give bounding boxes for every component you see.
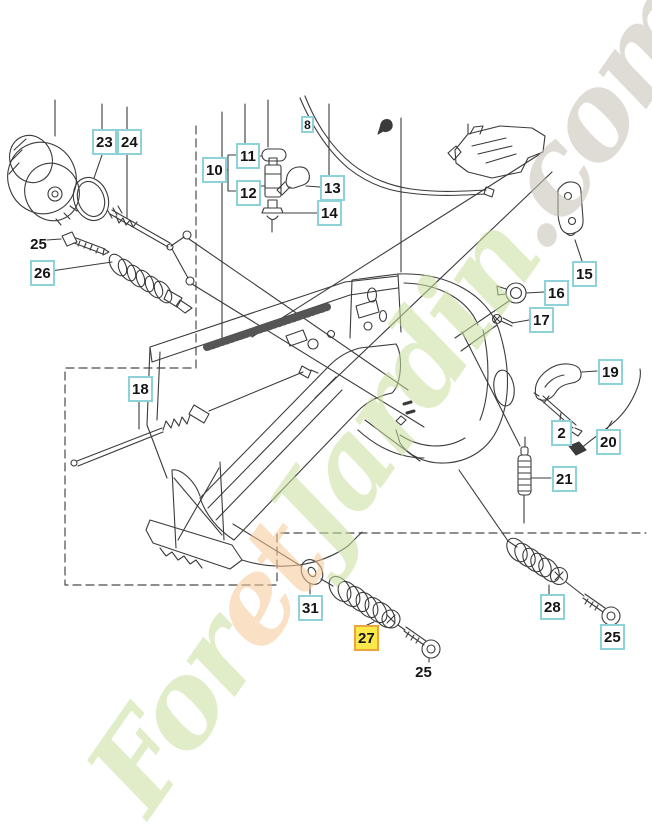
parts-diagram-art — [7, 95, 647, 663]
part-label-21[interactable]: 21 — [552, 466, 577, 492]
tank-body-drawing — [145, 273, 515, 570]
throttle-trigger-drawing — [534, 363, 598, 404]
part-label-18[interactable]: 18 — [128, 376, 153, 402]
o-ring-drawing — [72, 176, 110, 222]
part-label-17[interactable]: 17 — [529, 307, 554, 333]
part-label-14[interactable]: 14 — [317, 200, 342, 226]
part-label-12[interactable]: 12 — [236, 180, 261, 206]
fuel-cap-drawing — [7, 134, 80, 226]
part-label-10[interactable]: 10 — [202, 157, 227, 183]
part-label-25-left: 25 — [30, 235, 47, 253]
part-label-11[interactable]: 11 — [236, 143, 260, 169]
grommet-drawing — [261, 199, 318, 233]
part-label-26[interactable]: 26 — [30, 260, 55, 286]
part-label-24[interactable]: 24 — [117, 129, 142, 155]
deflector-plate-drawing — [251, 125, 553, 399]
damper-21-drawing — [461, 331, 552, 524]
part-label-20[interactable]: 20 — [596, 429, 621, 455]
knob-16-drawing — [454, 282, 545, 339]
screw-25-left-drawing — [46, 231, 110, 256]
part-label-2[interactable]: 2 — [551, 420, 572, 446]
part-label-27[interactable]: 27 — [354, 625, 379, 651]
part-label-15[interactable]: 15 — [572, 261, 597, 287]
spring-26-drawing — [50, 253, 193, 314]
part-label-16[interactable]: 16 — [544, 280, 569, 306]
part-label-25-bottom: 25 — [415, 663, 432, 681]
part-label-28[interactable]: 28 — [540, 594, 565, 620]
leader-23 — [93, 154, 103, 179]
part-label-13[interactable]: 13 — [320, 175, 345, 201]
part-label-31[interactable]: 31 — [298, 595, 323, 621]
part-label-8-cut[interactable]: 8 — [301, 116, 314, 133]
part-label-19[interactable]: 19 — [598, 359, 623, 385]
dashed-boundary — [64, 125, 647, 586]
cable-18-drawing — [70, 365, 319, 467]
bracket-15-drawing — [557, 181, 584, 262]
hose-clip-icon — [377, 118, 393, 135]
elbow-fitting-drawing — [276, 166, 321, 196]
part-label-23[interactable]: 23 — [92, 129, 117, 155]
tensioner-chain-center-drawing — [232, 523, 441, 663]
fuel-hose-drawing — [299, 95, 495, 198]
part-label-25-bottom-right[interactable]: 25 — [600, 624, 625, 650]
